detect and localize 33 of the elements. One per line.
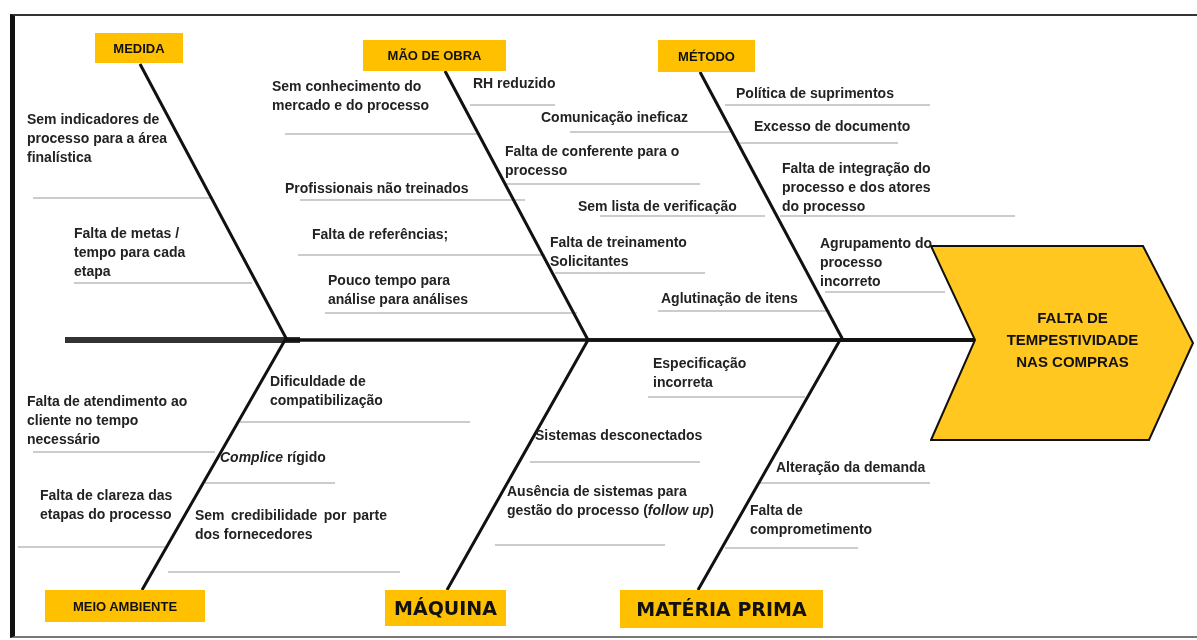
cause-text: Pouco tempo para análise para análises — [328, 271, 470, 309]
cause-text: Falta de integração do processo e dos atores do processo — [782, 159, 932, 216]
problem-statement: FALTA DE TEMPESTIVIDADE NAS COMPRAS — [1005, 308, 1140, 372]
cause-text: Sistemas desconectados — [535, 426, 703, 445]
cause-text: Falta de treinamento Solicitantes — [550, 233, 688, 271]
cause-text: Falta de clareza das etapas do processo — [40, 486, 174, 524]
cause-text: Sem lista de verificação — [578, 197, 737, 216]
cause-text: Dificuldade de compatibilização — [270, 372, 384, 410]
category-label: MEDIDA — [95, 33, 183, 63]
cause-text: Sem indicadores de processo para a área finalística — [27, 110, 169, 167]
cause-text: Aglutinação de itens — [661, 289, 798, 308]
cause-text: Falta de atendimento ao cliente no tempo necessário — [27, 392, 189, 449]
category-label: MATÉRIA PRIMA — [620, 590, 823, 628]
cause-text: Sem credibilidade por parte dos fornecedores — [195, 506, 387, 544]
cause-text: Profissionais não treinados — [285, 179, 469, 198]
cause-text: Falta de referências; — [312, 225, 449, 244]
cause-text: Alteração da demanda — [776, 458, 926, 477]
cause-text: Política de suprimentos — [736, 84, 894, 103]
category-label: MÃO DE OBRA — [363, 40, 506, 71]
category-label: MÁQUINA — [385, 590, 506, 626]
cause-text: Complice rígido — [220, 448, 326, 467]
category-label: MEIO AMBIENTE — [45, 590, 205, 622]
cause-text: Agrupamento do processo incorreto — [820, 234, 932, 291]
cause-text: Falta de comprometimento — [750, 501, 874, 539]
cause-text: Comunicação ineficaz — [541, 108, 689, 127]
cause-text: Excesso de documento — [754, 117, 911, 136]
cause-text: Sem conhecimento do mercado e do processo — [272, 77, 431, 115]
cause-text: Falta de conferente para o processo — [505, 142, 681, 180]
cause-text: Ausência de sistemas para gestão do processo (follow up) — [507, 482, 715, 520]
cause-text: Falta de metas / tempo para cada etapa — [74, 224, 187, 281]
cause-text: Especificação incorreta — [653, 354, 748, 392]
category-label: MÉTODO — [658, 40, 755, 72]
cause-text: RH reduzido — [473, 74, 556, 93]
